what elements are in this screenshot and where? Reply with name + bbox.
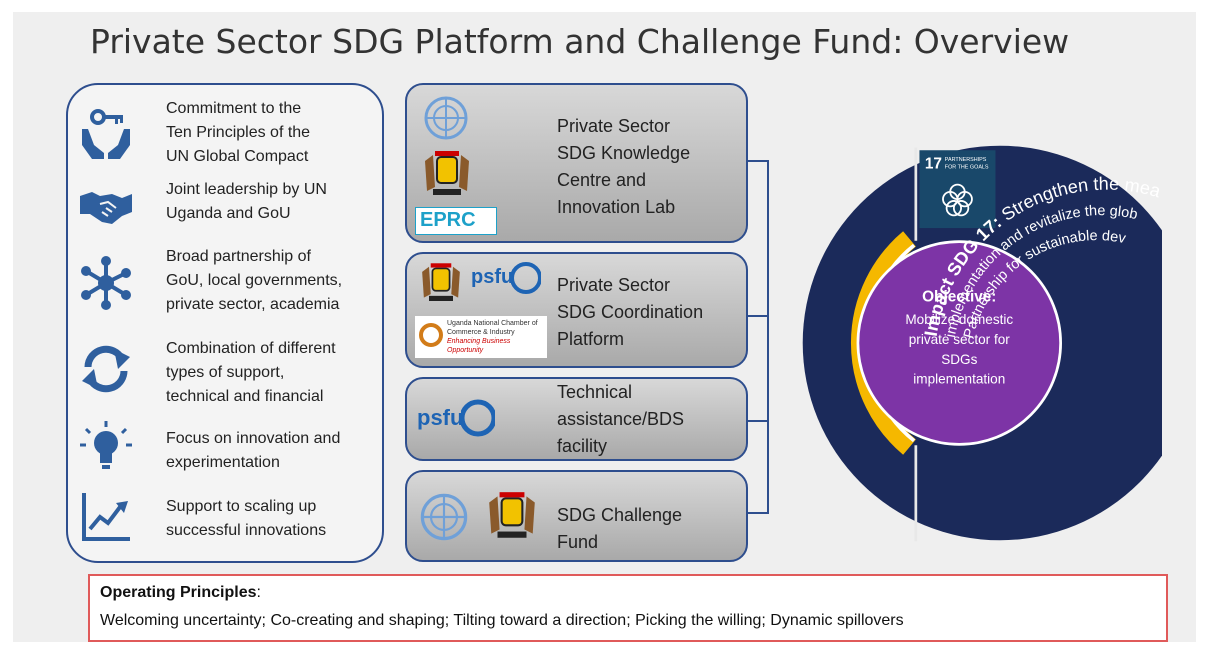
connector-line [748,512,768,514]
psfu-logo: psfu [417,397,497,443]
objective-circle [856,240,1062,446]
connector-line [748,160,768,162]
growth-chart-icon [82,493,130,541]
connector-line [767,160,769,514]
objective-line: implementation [913,372,1005,387]
objective-heading: Objective: [922,288,996,305]
component-logos: psfu [407,379,547,459]
connector-line [748,315,768,317]
uganda-coat-of-arms-icon [489,492,535,538]
eprc-logo: EPRC [415,207,497,235]
objective-line: Mobilize domestic [905,312,1013,327]
objective-line: SDGs [941,352,977,367]
svg-text:17: 17 [925,155,942,172]
uganda-coat-of-arms-icon [422,263,460,301]
sdg17-badge: 17 PARTNERSHIPS FOR THE GOALS [919,150,996,229]
handshake-icon [80,192,132,224]
hands-key-icon [82,109,130,159]
operating-principles-box: Operating Principles: Welcoming uncertai… [88,574,1168,642]
psfu-logo: psfu [471,260,541,304]
un-emblem-icon [424,96,468,140]
operating-principles-heading: Operating Principles: [100,584,261,601]
sdg17-flower-icon [942,183,973,217]
component-logos: EPRC [407,85,547,241]
svg-text:FOR THE GOALS: FOR THE GOALS [945,164,989,170]
connector-line [748,420,768,422]
lightbulb-icon [80,421,132,469]
component-logos [407,472,547,560]
uganda-coat-of-arms-icon [425,151,469,195]
page-title: Private Sector SDG Platform and Challeng… [90,22,1070,61]
svg-text:PARTNERSHIPS: PARTNERSHIPS [945,157,987,163]
objective-line: private sector for [909,332,1010,347]
network-icon [81,256,131,310]
operating-principles-text: Welcoming uncertainty; Co-creating and s… [100,612,904,629]
impact-circle: 17 PARTNERSHIPS FOR THE GOALS Impact SDG… [800,127,1164,542]
un-emblem-icon [420,493,468,541]
refresh-icon [82,345,130,393]
